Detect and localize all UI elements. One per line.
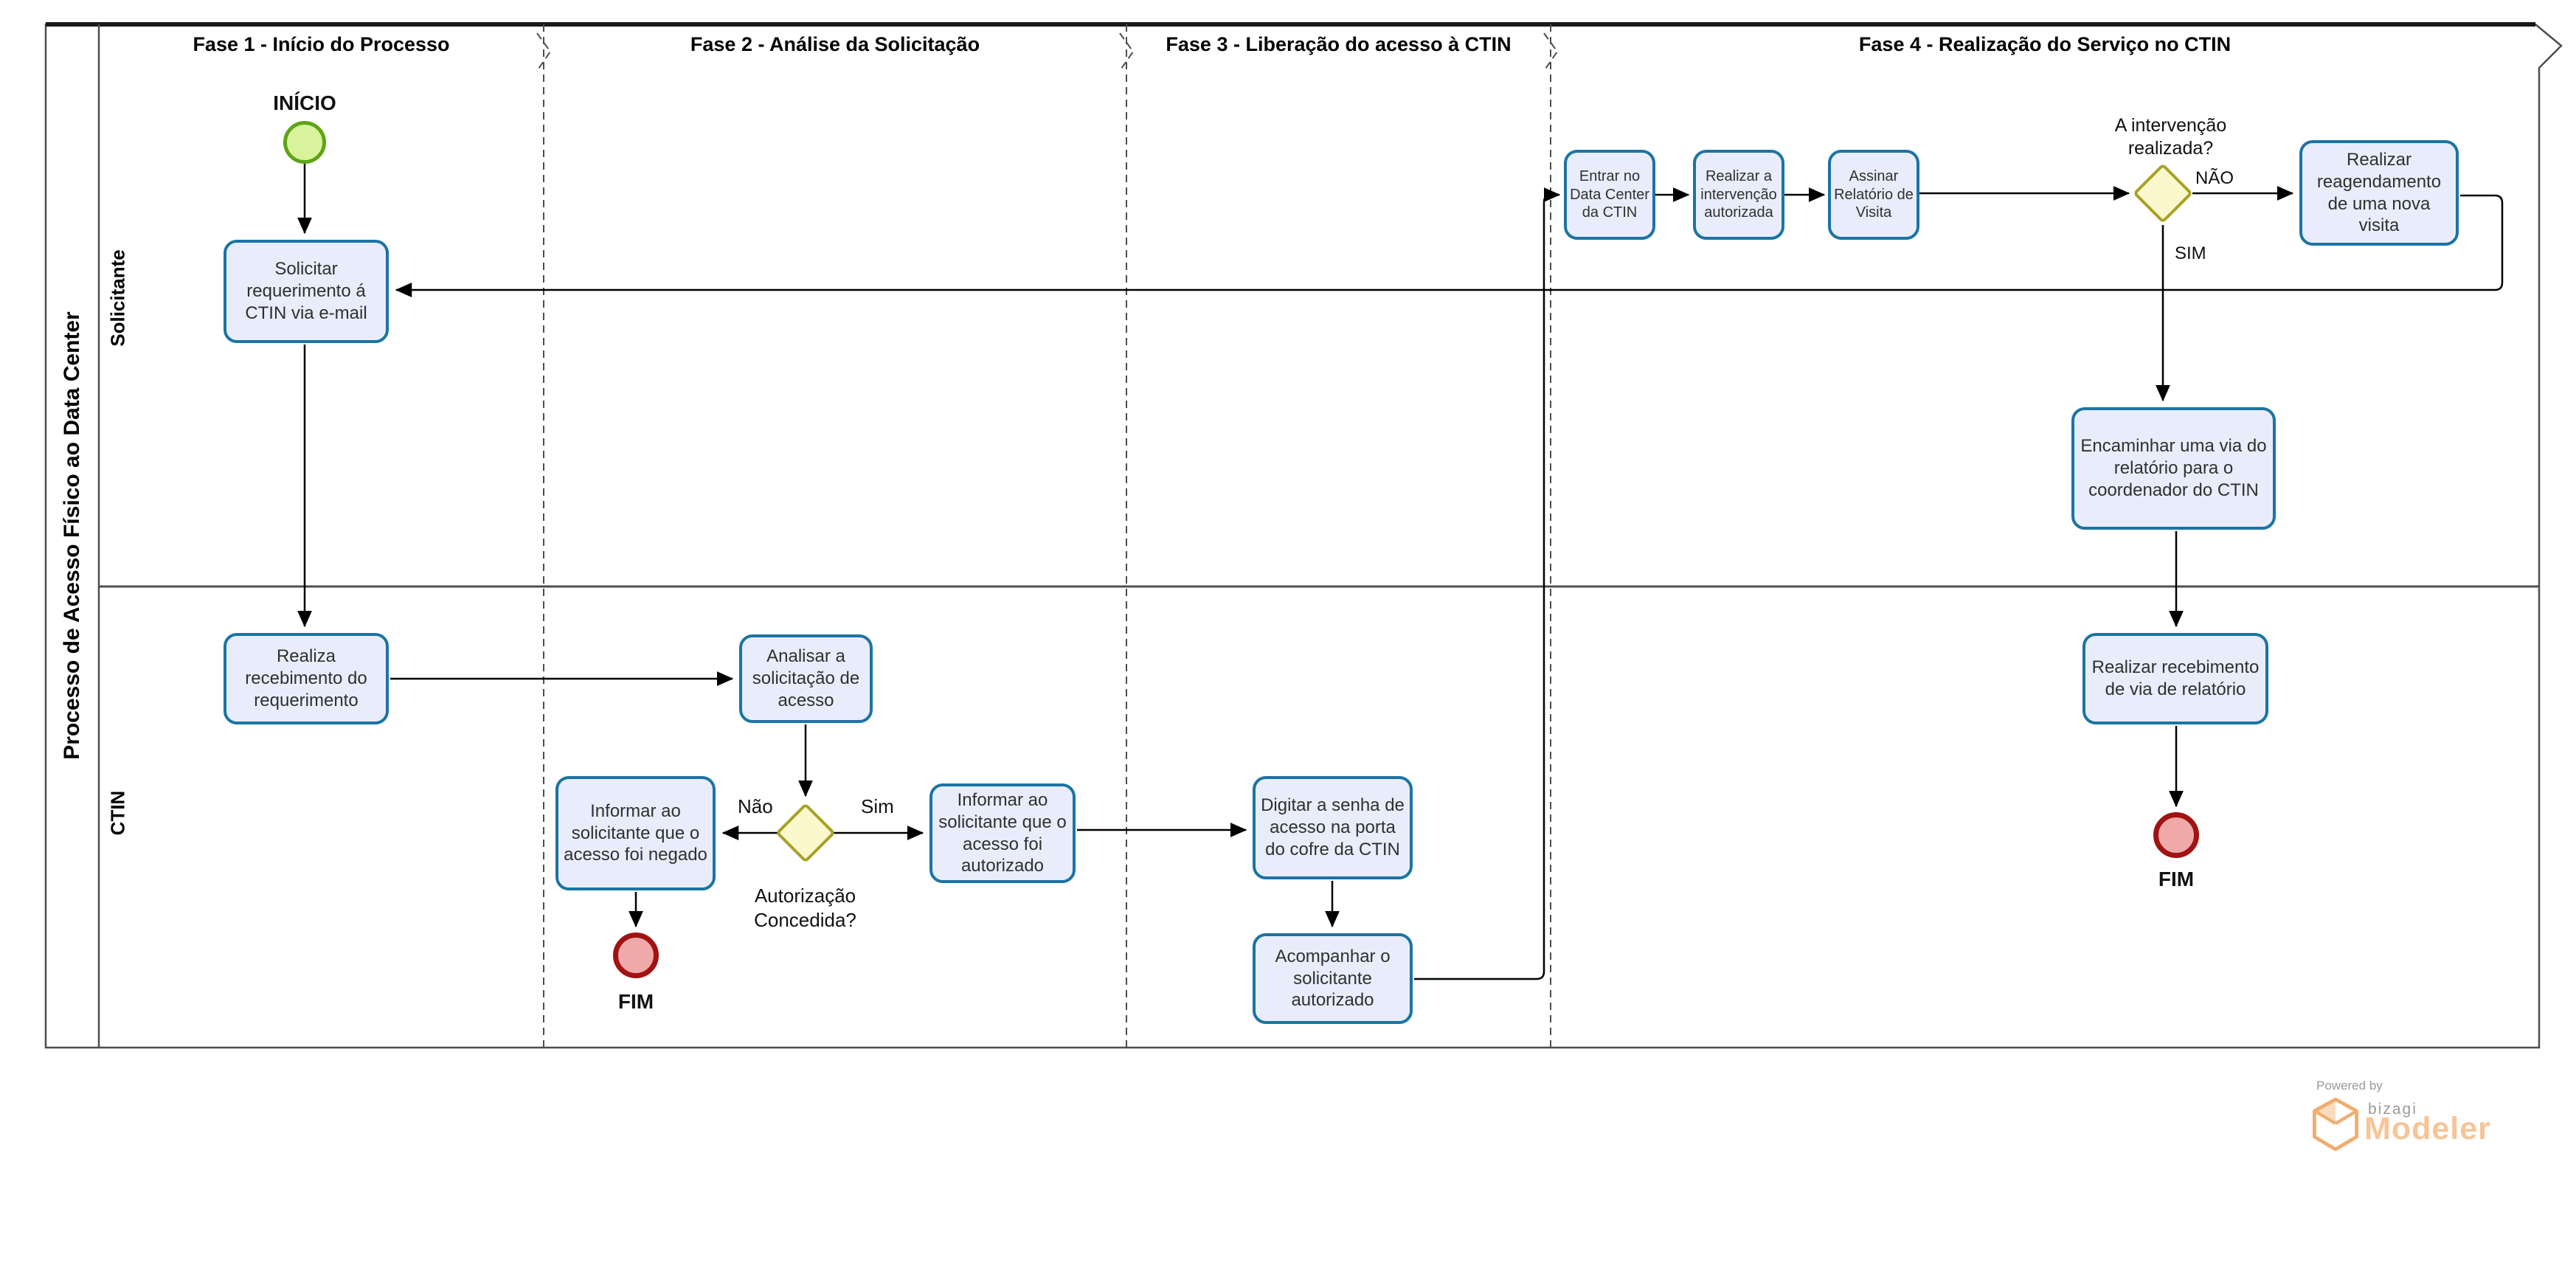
task-realiza-recebimento: Realiza recebimento do requerimento [224,633,389,724]
phase-header-1: Fase 1 - Início do Processo [193,33,450,55]
task-realizar-recebimento-via: Realizar recebimento de via de relatório [2082,633,2268,724]
gateway-intervencao-label: A intervenção realizada? [2114,115,2227,159]
pool-title: Processo de Acesso Físico ao Data Center [60,311,84,760]
end-event-relatorio [2153,812,2199,858]
phase-separators [536,24,1559,1048]
bizagi-brand-text: bizagi [2368,1101,2417,1118]
gateway-autorizacao-label: Autorização Concedida? [754,885,856,931]
phase-header-4: Fase 4 - Realização do Serviço no CTIN [1858,33,2232,55]
task-informar-autorizado: Informar ao solicitante que o acesso foi… [929,783,1076,883]
gateway-autorizacao-no-label: Não [738,795,773,817]
phase-header-3: Fase 3 - Liberação do acesso à CTIN [1166,33,1512,55]
sequence-flows [297,164,2504,980]
task-digitar-senha: Digitar a senha de acesso na porta do co… [1253,776,1413,879]
lane-label-solicitante: Solicitante [106,249,129,347]
bizagi-logo-icon [2312,1097,2359,1155]
start-event [283,121,326,164]
pool-border [44,22,2563,1049]
task-realizar-intervencao: Realizar a intervenção autorizada [1693,150,1784,240]
flow-reagendamento-loop-to-solicitar [395,194,2504,297]
lane-label-ctin: CTIN [106,790,129,836]
gateway-autorizacao-yes-label: Sim [861,795,894,817]
end-event-negado [613,932,659,978]
task-entrar-data-center: Entrar no Data Center da CTIN [1564,150,1655,240]
task-assinar-relatorio: Assinar Relatório de Visita [1828,150,1919,240]
task-analisar-solicitacao: Analisar a solicitação de acesso [739,634,873,723]
powered-by-text: Powered by [2316,1079,2383,1093]
end-event-relatorio-label: FIM [2158,868,2195,890]
phase-header-2: Fase 2 - Análise da Solicitação [690,33,980,55]
task-solicitar-requerimento: Solicitar requerimento á CTIN via e-mail [224,240,389,343]
flow-acompanhar-to-entrar [1414,187,1561,980]
end-event-negado-label: FIM [617,990,654,1013]
gateway-intervencao-no-label: NÃO [2195,168,2234,188]
gateway-intervencao-yes-label: SIM [2175,243,2206,263]
task-informar-negado: Informar ao solicitante que o acesso foi… [555,776,716,890]
task-acompanhar-solicitante: Acompanhar o solicitante autorizado [1253,933,1413,1024]
start-event-label: INÍCIO [273,91,336,114]
task-reagendamento: Realizar reagendamento de uma nova visit… [2299,140,2459,246]
modeler-product-text: Modeler [2364,1111,2491,1146]
task-encaminhar-via: Encaminhar uma via do relatório para o c… [2071,407,2276,530]
